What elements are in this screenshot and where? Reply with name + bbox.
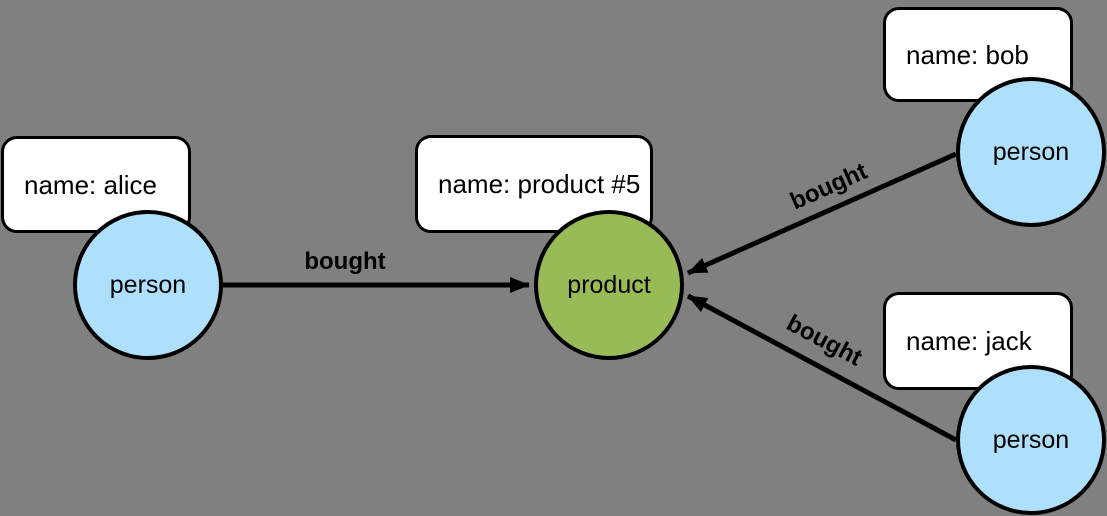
property-label: name: jack bbox=[906, 326, 1032, 356]
node-label: product bbox=[567, 270, 651, 299]
property-label: name: product #5 bbox=[438, 169, 641, 199]
edge-bob-bought-product bbox=[686, 151, 958, 276]
property-label: name: bob bbox=[906, 39, 1029, 70]
property-label: name: alice bbox=[24, 169, 157, 200]
node-person-alice: person bbox=[73, 210, 223, 360]
edge-label-alice-bought: bought bbox=[304, 248, 386, 275]
node-label: person bbox=[109, 270, 187, 299]
node-label: person bbox=[992, 425, 1070, 454]
node-person-bob: person bbox=[956, 77, 1106, 227]
node-label: person bbox=[992, 137, 1070, 166]
edge-jack-bought-product bbox=[686, 293, 958, 443]
node-person-jack: person bbox=[956, 365, 1106, 515]
node-product: product bbox=[534, 210, 684, 360]
